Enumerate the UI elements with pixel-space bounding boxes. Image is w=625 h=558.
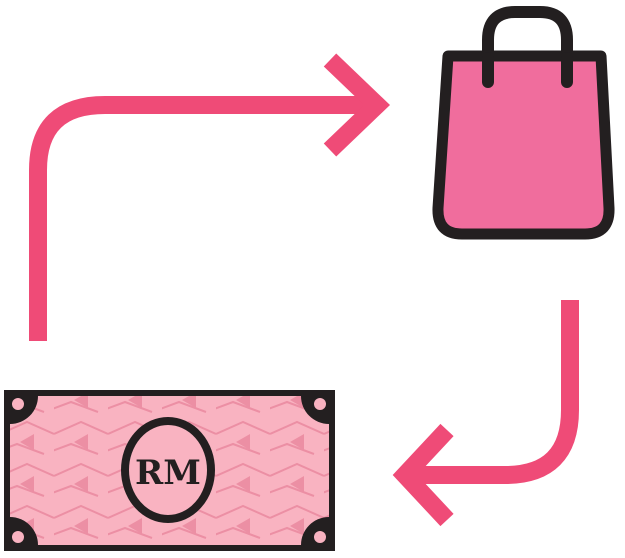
shopping-bag-icon [432,6,615,240]
arrow-left-icon [392,300,579,527]
arrow-right-icon [29,53,391,341]
currency-label: RM [135,453,201,493]
banknote-icon: RM [4,390,335,551]
